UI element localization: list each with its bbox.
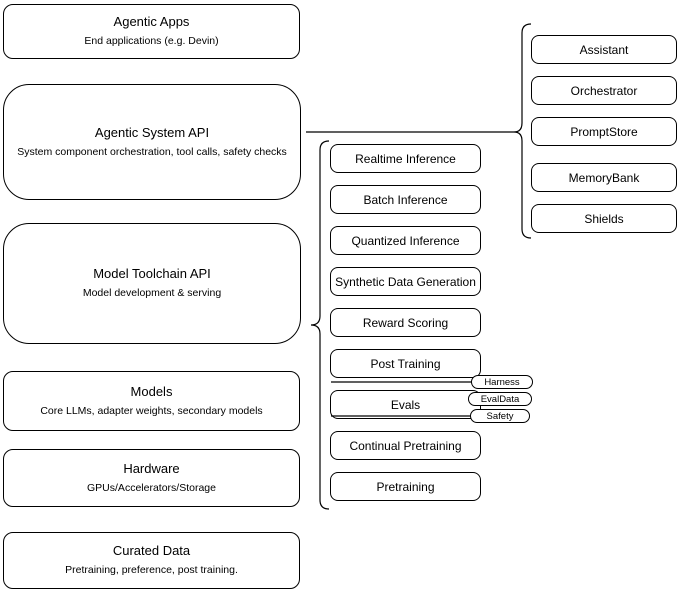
node-label: Synthetic Data Generation bbox=[335, 274, 476, 289]
node-agentic-system-api: Agentic System API System component orch… bbox=[3, 84, 301, 200]
node-agentic-apps: Agentic Apps End applications (e.g. Devi… bbox=[3, 4, 300, 59]
node-title: Model Toolchain API bbox=[93, 266, 211, 282]
node-title: Agentic Apps bbox=[113, 14, 190, 30]
node-title: Agentic System API bbox=[94, 124, 210, 140]
node-assistant: Assistant bbox=[531, 35, 677, 64]
node-label: Assistant bbox=[579, 42, 629, 57]
node-reward-scoring: Reward Scoring bbox=[330, 308, 481, 337]
node-label: Realtime Inference bbox=[355, 151, 456, 166]
node-model-toolchain-api: Model Toolchain API Model development & … bbox=[3, 223, 301, 344]
node-shields: Shields bbox=[531, 204, 677, 233]
node-label: Shields bbox=[584, 211, 624, 226]
node-label: Reward Scoring bbox=[362, 315, 449, 330]
agentic-components-brace bbox=[513, 23, 532, 239]
node-title: Curated Data bbox=[112, 543, 191, 559]
node-subtitle: System component orchestration, tool cal… bbox=[17, 145, 287, 158]
toolchain-brace bbox=[310, 140, 330, 510]
node-label: Continual Pretraining bbox=[349, 438, 462, 453]
node-curated-data: Curated Data Pretraining, preference, po… bbox=[3, 532, 300, 589]
pill-safety: Safety bbox=[470, 409, 530, 423]
node-label: Orchestrator bbox=[570, 83, 638, 98]
pill-label: Harness bbox=[484, 376, 520, 388]
node-label: PromptStore bbox=[570, 124, 638, 139]
node-label: Evals bbox=[390, 397, 421, 412]
node-subtitle: GPUs/Accelerators/Storage bbox=[87, 481, 216, 494]
node-label: Quantized Inference bbox=[351, 233, 460, 248]
pill-label: EvalData bbox=[480, 393, 520, 405]
node-pretraining: Pretraining bbox=[330, 472, 481, 501]
node-subtitle: Model development & serving bbox=[82, 287, 222, 300]
node-batch-inference: Batch Inference bbox=[330, 185, 481, 214]
node-continual-pretraining: Continual Pretraining bbox=[330, 431, 481, 460]
node-label: Batch Inference bbox=[363, 192, 448, 207]
node-memorybank: MemoryBank bbox=[531, 163, 677, 192]
node-subtitle: Core LLMs, adapter weights, secondary mo… bbox=[40, 404, 263, 417]
node-evals: Evals bbox=[330, 390, 481, 419]
node-synthetic-data-generation: Synthetic Data Generation bbox=[330, 267, 481, 296]
pill-label: Safety bbox=[486, 410, 514, 422]
node-orchestrator: Orchestrator bbox=[531, 76, 677, 105]
node-label: Pretraining bbox=[376, 479, 435, 494]
node-models: Models Core LLMs, adapter weights, secon… bbox=[3, 371, 300, 431]
node-quantized-inference: Quantized Inference bbox=[330, 226, 481, 255]
node-realtime-inference: Realtime Inference bbox=[330, 144, 481, 173]
node-title: Models bbox=[130, 383, 173, 399]
node-promptstore: PromptStore bbox=[531, 117, 677, 146]
node-label: Post Training bbox=[370, 356, 441, 371]
pill-harness: Harness bbox=[471, 375, 533, 389]
node-subtitle: Pretraining, preference, post training. bbox=[65, 564, 238, 577]
pill-evaldata: EvalData bbox=[468, 392, 532, 406]
node-hardware: Hardware GPUs/Accelerators/Storage bbox=[3, 449, 300, 507]
node-title: Hardware bbox=[123, 460, 180, 476]
node-post-training: Post Training bbox=[330, 349, 481, 378]
node-label: MemoryBank bbox=[568, 170, 640, 185]
node-subtitle: End applications (e.g. Devin) bbox=[84, 35, 219, 48]
